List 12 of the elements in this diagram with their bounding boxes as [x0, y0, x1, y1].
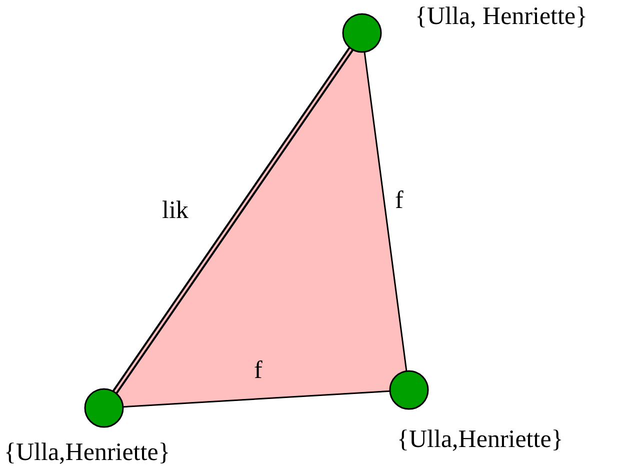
node-caption: {Ulla, Henriette} — [415, 4, 588, 29]
node-circle — [84, 388, 124, 428]
node-circle — [389, 370, 429, 410]
connector-line — [122, 390, 390, 408]
edge-label: lik — [162, 198, 188, 223]
node-circle — [342, 13, 382, 53]
connector-line — [112, 46, 354, 394]
node-caption: {Ulla,Henriette} — [4, 440, 170, 465]
edge-label: f — [395, 188, 404, 213]
edge-label: f — [254, 358, 262, 383]
connector-line — [364, 52, 408, 372]
node-caption: {Ulla,Henriette} — [397, 427, 564, 452]
